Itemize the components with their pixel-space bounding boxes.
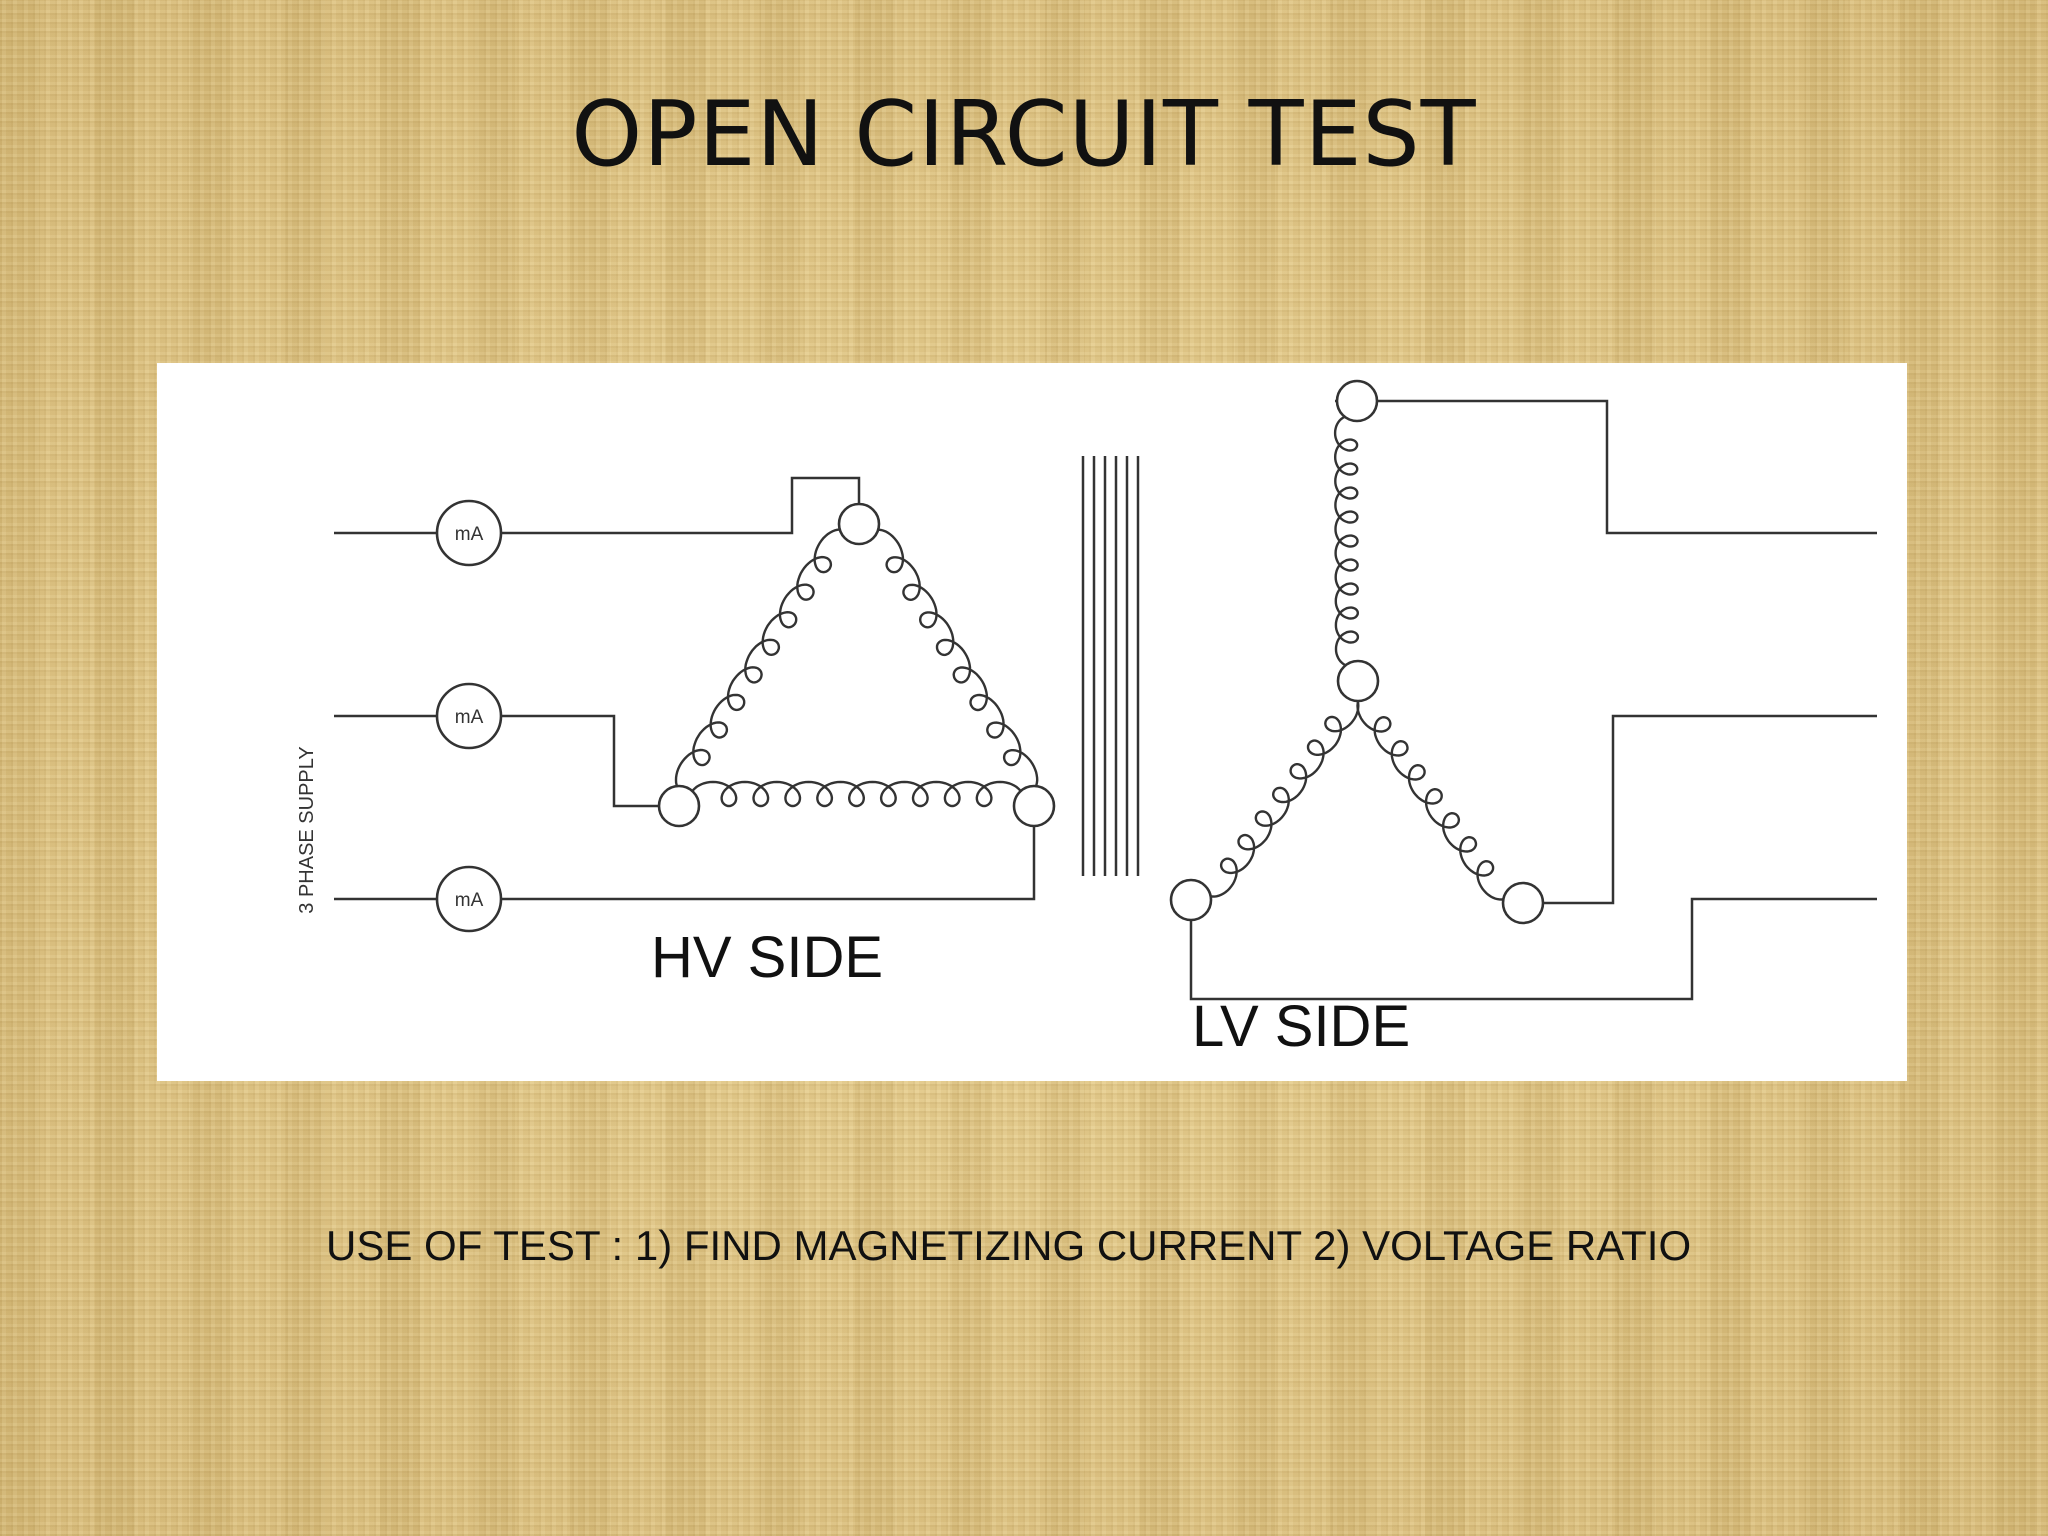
lv-terminal-left: [1169, 878, 1213, 922]
supply-line-1: [334, 476, 861, 535]
slide-title: OPEN CIRCUIT TEST: [571, 82, 1477, 187]
ammeter-label: mA: [455, 707, 484, 728]
test-use-caption: USE OF TEST : 1) FIND MAGNETIZING CURREN…: [326, 1222, 1692, 1269]
ammeter-1: mA: [435, 499, 503, 567]
supply-line-3: [334, 826, 1036, 901]
hv-delta-windings: [674, 528, 1039, 808]
hv-side-label: HV SIDE: [651, 925, 883, 990]
hv-terminal-left: [657, 784, 701, 828]
ammeter-label: mA: [455, 524, 484, 545]
lv-coil-right: [1356, 691, 1512, 901]
hv-coil-right: [868, 528, 1039, 794]
hv-terminal-top: [837, 502, 881, 546]
lv-coil-left: [1202, 692, 1360, 898]
supply-line-2: [334, 714, 664, 808]
circuit-diagram-panel: 3 PHASE SUPPLY mA mA mA: [157, 363, 1907, 1081]
ammeter-2: mA: [435, 682, 503, 750]
lv-output-line-1: [1335, 399, 1877, 535]
supply-label: 3 PHASE SUPPLY: [296, 746, 318, 913]
hv-coil-bottom: [688, 780, 1025, 808]
lv-star-windings: [1202, 414, 1512, 901]
lv-terminal-top: [1335, 379, 1379, 423]
ammeter-label: mA: [455, 890, 484, 911]
lv-output-line-2: [1523, 714, 1877, 905]
hv-terminal-right: [1012, 784, 1056, 828]
circuit-diagram: 3 PHASE SUPPLY mA mA mA: [296, 379, 1877, 1059]
lv-terminal-right: [1501, 881, 1545, 925]
lv-output-line-3: [1189, 897, 1877, 1001]
transformer-core: [1081, 456, 1140, 876]
lv-coil-top: [1333, 414, 1360, 668]
lv-neutral-point: [1336, 659, 1380, 703]
ammeter-3: mA: [435, 865, 503, 933]
hv-coil-left: [674, 528, 850, 794]
lv-side-label: LV SIDE: [1192, 994, 1410, 1059]
